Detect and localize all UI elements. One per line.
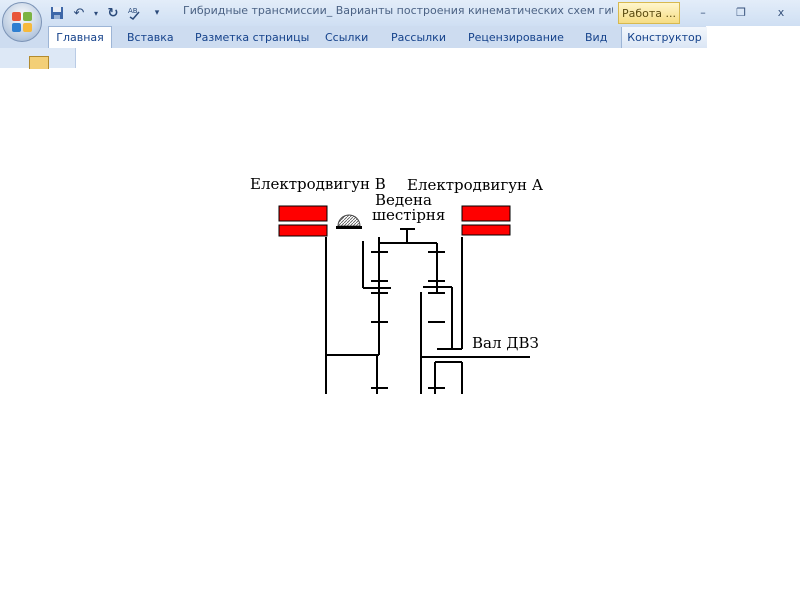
undo-dropdown-icon[interactable]: ▾ — [93, 8, 98, 18]
tab-mailings[interactable]: Рассылки — [391, 31, 446, 44]
motor-a-stator-bottom — [461, 224, 511, 236]
tab-insert[interactable]: Вставка — [127, 31, 174, 44]
document-title: Гибридные трансмиссии_ Варианты построен… — [183, 4, 613, 17]
redo-icon[interactable]: ↻ — [107, 5, 119, 21]
ice-shaft-label: Вал ДВЗ — [472, 334, 539, 352]
motor-b-label: Електродвигун В — [250, 175, 386, 193]
office-button[interactable] — [2, 2, 42, 42]
customize-qat-icon[interactable]: ▾ — [154, 8, 160, 18]
quick-access-toolbar: ↶ ▾ ↻ AB ▾ — [48, 3, 166, 23]
scheme-drawing — [278, 205, 530, 394]
driven-gear-label-line1: Ведена — [375, 191, 432, 209]
motor-a-stator-top — [461, 205, 511, 222]
motor-b-stator-bottom — [278, 224, 328, 237]
shafts-and-gears — [325, 228, 530, 394]
tab-view[interactable]: Вид — [585, 31, 608, 44]
motor-a-label: Електродвигун А — [407, 176, 544, 194]
tab-page-layout[interactable]: Разметка страницы — [195, 31, 310, 44]
driven-gear-base — [336, 226, 362, 229]
tab-design[interactable]: Конструктор — [621, 27, 707, 48]
kinematic-scheme: Електродвигун В Електродвигун А Ведена ш… — [245, 172, 545, 397]
contextual-tab-group[interactable]: Работа ... — [618, 2, 680, 24]
motor-b-stator-top — [278, 205, 328, 222]
office-logo-icon — [12, 12, 32, 32]
spelling-icon[interactable]: AB — [126, 4, 144, 22]
tab-references[interactable]: Ссылки — [325, 31, 369, 44]
save-icon[interactable] — [48, 4, 66, 22]
minimize-button[interactable]: – — [700, 5, 706, 19]
ribbon-tab-bar — [0, 26, 706, 48]
svg-text:AB: AB — [128, 7, 138, 15]
close-button[interactable]: x — [777, 5, 785, 19]
restore-button[interactable]: ❐ — [736, 5, 746, 19]
undo-icon[interactable]: ↶ — [73, 5, 85, 21]
driven-gear-label-line2: шестірня — [372, 206, 446, 224]
tab-home[interactable]: Главная — [48, 26, 112, 48]
tab-review[interactable]: Рецензирование — [468, 31, 564, 44]
paste-icon[interactable] — [29, 56, 49, 69]
driven-gear-symbol — [337, 214, 361, 227]
